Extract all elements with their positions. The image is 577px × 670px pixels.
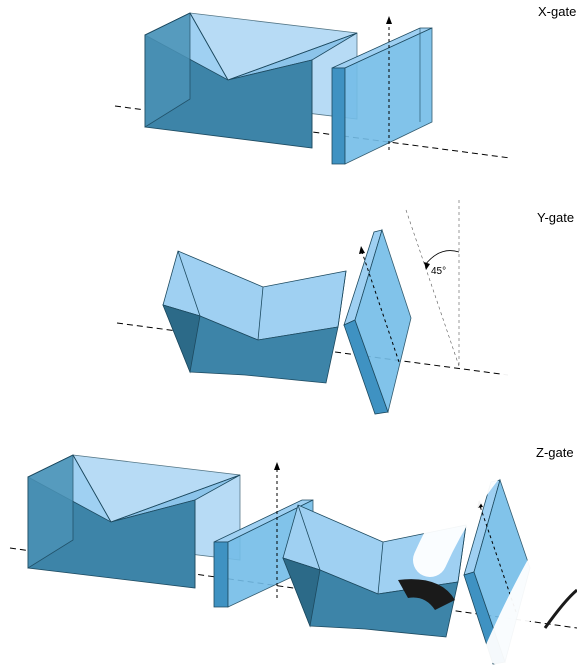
v-block (28, 455, 240, 588)
arrow-head-icon (274, 462, 280, 470)
y-gate-label: Y-gate (537, 210, 574, 225)
v-block (145, 13, 357, 148)
z-gate-label: Z-gate (536, 445, 574, 460)
angle-arrow-icon (424, 262, 430, 270)
v-block-tilted (163, 251, 346, 383)
arrow-head-icon (386, 16, 392, 24)
y-gate-panel: 45° Y-gate (117, 200, 574, 414)
x-gate-panel: X-gate (115, 4, 576, 164)
angle-arc (425, 251, 459, 265)
tilted-reference-line (406, 210, 459, 366)
y-gate-plate (344, 230, 411, 414)
arrow-head-icon (359, 246, 365, 254)
x-gate-label: X-gate (538, 4, 576, 19)
angle-label: 45° (431, 266, 446, 277)
